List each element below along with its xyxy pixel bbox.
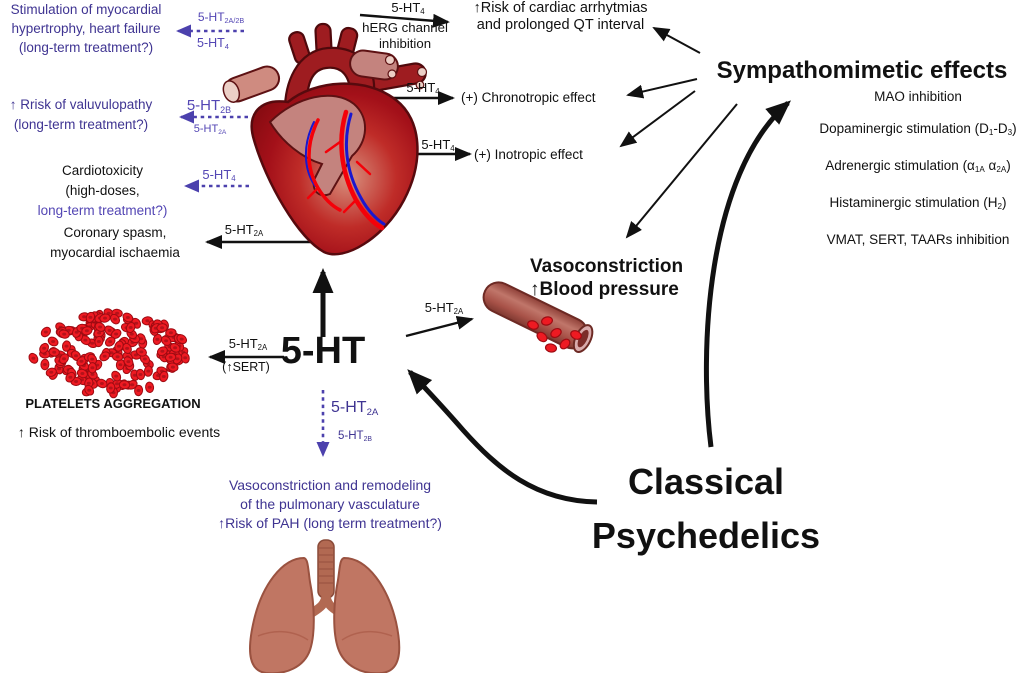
sympathomimetic-item-dopaminergic: Dopaminergic stimulation (D1-D3)	[819, 121, 1017, 138]
receptor-label-pah-bottom: 5-HT2B	[338, 430, 372, 444]
receptor-label-inotropic: 5-HT4	[421, 137, 455, 154]
dashed-receptor-arrows	[176, 24, 330, 457]
vasoconstriction-label: Vasoconstriction ↑Blood pressure	[530, 256, 684, 300]
classical-psychedelics-node: Classical Psychedelics	[591, 461, 821, 556]
left-lung	[249, 556, 315, 673]
arrow-to-arrhythmias	[652, 27, 701, 54]
pulmonary-effect-label: Vasoconstriction and remodeling of the p…	[218, 477, 442, 531]
arrhythmias-risk-label: ↑Risk of cardiac arrhytmias and prolonge…	[473, 0, 648, 33]
cardiotoxicity-effect-label: Cardiotoxicity (high-doses, long-term tr…	[37, 163, 168, 218]
receptor-label-valvulopathy-top: 5-HT2B	[186, 97, 232, 115]
black-arrows	[205, 13, 474, 364]
inotropic-effect-label: (+) Inotropic effect	[474, 147, 583, 162]
receptor-label-cardiotoxicity: 5-HT4	[202, 167, 236, 184]
receptor-label-pah-top: 5-HT2A	[331, 399, 379, 418]
sympathomimetic-item-adrenergic: Adrenergic stimulation (α1A α2A)	[825, 158, 1011, 175]
platelets-aggregation-label: PLATELETS AGGREGATION	[25, 396, 201, 411]
coronary-spasm-label: Coronary spasm, myocardial ischaemia	[50, 225, 180, 260]
arrow-herg	[359, 13, 450, 28]
arrow-to-vasoconstriction	[625, 103, 738, 239]
platelets-illustration	[28, 308, 190, 399]
sympathomimetic-item-histaminergic: Histaminergic stimulation (H2)	[829, 195, 1007, 212]
arrow-to-inotropic	[619, 90, 696, 148]
arrow-psychedelics-to-sympathomimetic	[703, 100, 792, 448]
receptor-label-coronary: 5-HT2A	[224, 222, 264, 239]
heart-illustration	[222, 22, 428, 256]
lungs-illustration	[249, 539, 401, 673]
receptor-label-chronotropic: 5-HT4	[406, 80, 440, 97]
serotonin-node: 5-HT	[280, 330, 366, 372]
herg-channel-label: hERG channel inhibition	[362, 20, 448, 51]
arrow-vessel	[405, 315, 474, 338]
sympathomimetic-fan-arrows	[619, 27, 738, 239]
receptor-label-platelets-bottom: (↑SERT)	[222, 360, 270, 374]
red-blood-cells	[527, 316, 582, 353]
chronotropic-effect-label: (+) Chronotropic effect	[461, 90, 596, 105]
sympathomimetic-title: Sympathomimetic effects	[716, 57, 1008, 84]
blood-vessel-illustration	[482, 281, 594, 354]
receptor-label-vessel: 5-HT2A	[424, 300, 464, 317]
sympathomimetic-item-mao: MAO inhibition	[874, 89, 962, 104]
receptor-label-platelets-top: 5-HT2A	[228, 336, 268, 353]
receptor-label-hypertrophy-bottom: 5-HT4	[197, 36, 229, 52]
thromboembolic-risk-label: ↑ Risk of thromboembolic events	[17, 424, 221, 440]
receptor-label-hypertrophy-top: 5-HT2A/2B	[197, 10, 245, 26]
arrow-psychedelics-to-5ht	[407, 369, 598, 505]
thick-arrows	[312, 100, 792, 505]
arrow-to-chronotropic	[626, 78, 698, 99]
sympathomimetic-item-vmat: VMAT, SERT, TAARs inhibition	[826, 232, 1010, 247]
hypertrophy-effect-label: Stimulation of myocardial hypertrophy, h…	[10, 2, 162, 55]
valvulopathy-effect-label: ↑ Rrisk of valuvulopathy (long-term trea…	[9, 97, 153, 132]
receptor-label-valvulopathy-bottom: 5-HT2A	[193, 123, 227, 136]
right-lung	[333, 556, 401, 673]
receptor-label-herg: 5-HT4	[391, 0, 425, 17]
